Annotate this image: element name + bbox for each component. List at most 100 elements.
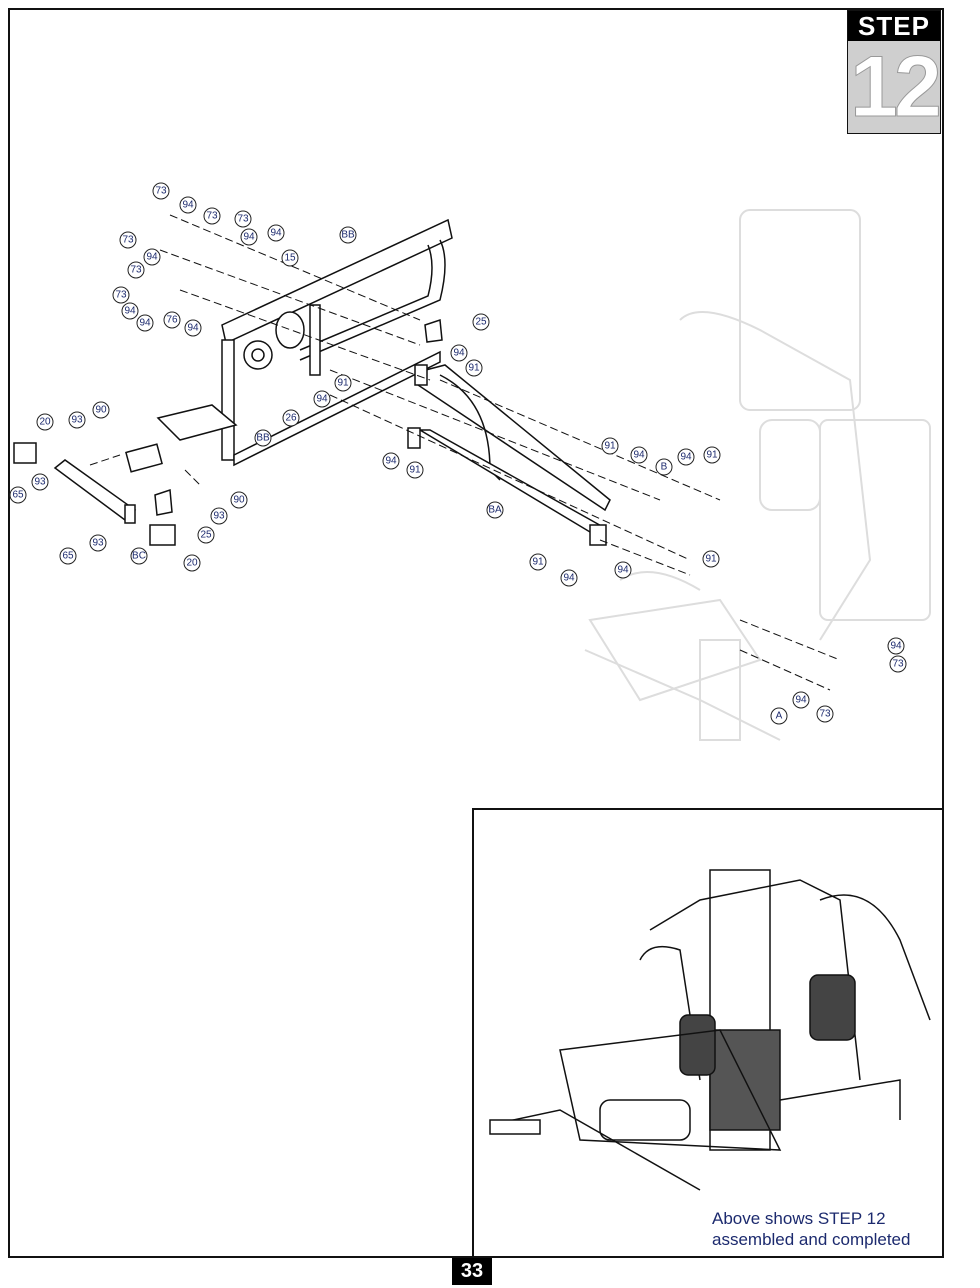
part-callout: 91 [703,446,721,464]
frame-ba [407,364,611,546]
part-callout: 94 [267,224,285,242]
callout-circle [234,210,252,228]
part-callout: 94 [313,390,331,408]
ghost-machine-outline [584,209,931,741]
part-callout: 94 [179,196,197,214]
part-callout: A [770,707,788,725]
callout-label: 94 [890,641,902,652]
callout-label: 93 [34,477,46,488]
callout-label: 94 [124,306,136,317]
callout-circle [614,561,632,579]
callout-label: 94 [795,695,807,706]
callout-label: 94 [182,200,194,211]
callout-label: BB [341,230,355,241]
callout-circle [465,359,483,377]
callout-circle [203,207,221,225]
callout-label: 94 [633,450,645,461]
part-callout: 73 [816,705,834,723]
callout-circle [529,553,547,571]
callout-circle [92,401,110,419]
callout-label: 93 [71,415,83,426]
step-label: STEP [848,11,940,41]
callout-circle [163,311,181,329]
callout-circle [59,547,77,565]
callout-circle [127,261,145,279]
part-callout: 76 [163,311,181,329]
callout-circle [254,429,272,447]
callout-circle [230,491,248,509]
callout-label: 91 [705,554,717,565]
part-callout: 94 [121,302,139,320]
callout-label: 25 [200,530,212,541]
part-callout: 94 [143,248,161,266]
part-callout: 94 [240,228,258,246]
part-callout: 94 [450,344,468,362]
callout-circle [816,705,834,723]
callout-label: 91 [706,450,718,461]
callout-label: 73 [237,214,249,225]
callout-label: 94 [243,232,255,243]
callout-label: 73 [819,709,831,720]
callout-circle [382,452,400,470]
callout-label: 73 [206,211,218,222]
callout-circle [282,409,300,427]
part-callout: 65 [9,486,27,504]
callout-circle [68,411,86,429]
step-number: 12 [850,39,943,136]
part-callout: 91 [702,550,720,568]
callout-label: 94 [617,565,629,576]
callout-circle [179,196,197,214]
callout-label: 26 [285,413,297,424]
callout-label: 76 [166,315,178,326]
assembled-machine-illustration [489,869,931,1191]
callout-label: 93 [213,511,225,522]
part-callout: 94 [184,319,202,337]
callout-circle [240,228,258,246]
callout-circle [281,249,299,267]
callout-circle [560,569,578,587]
callout-label: 65 [12,490,24,501]
part-callout: 94 [382,452,400,470]
callout-label: B [661,462,668,473]
callout-circle [143,248,161,266]
part-callout: 73 [152,182,170,200]
part-callout: 20 [183,554,201,572]
callout-label: 25 [475,317,487,328]
callout-circle [130,547,148,565]
callout-circle [792,691,810,709]
callout-circle [601,437,619,455]
callout-label: 73 [122,235,134,246]
callout-label: 91 [532,557,544,568]
callout-circle [472,313,490,331]
part-callout: 20 [36,413,54,431]
callout-circle [136,314,154,332]
part-callout: B [655,458,673,476]
callout-label: 94 [139,318,151,329]
callout-circle [112,286,130,304]
callout-label: 94 [187,323,199,334]
callout-label: 94 [453,348,465,359]
part-callout: BC [130,547,148,565]
caption-line-2: assembled and completed [712,1230,911,1249]
callout-circle [184,319,202,337]
part-callout: 93 [68,411,86,429]
callout-label: 94 [146,252,158,263]
callout-circle [197,526,215,544]
part-callout: 73 [203,207,221,225]
callout-circle [9,486,27,504]
callout-circle [677,448,695,466]
callout-circle [655,458,673,476]
callout-circle [121,302,139,320]
callout-circle [31,473,49,491]
part-callout: 91 [529,553,547,571]
callout-label: 65 [62,551,74,562]
part-callout: BB [339,226,357,244]
step-badge: STEP 12 [847,10,943,136]
callout-circle [406,461,424,479]
part-callout: 73 [127,261,145,279]
callout-label: 93 [92,538,104,549]
frame-bb [156,218,453,467]
part-callout: 91 [334,374,352,392]
